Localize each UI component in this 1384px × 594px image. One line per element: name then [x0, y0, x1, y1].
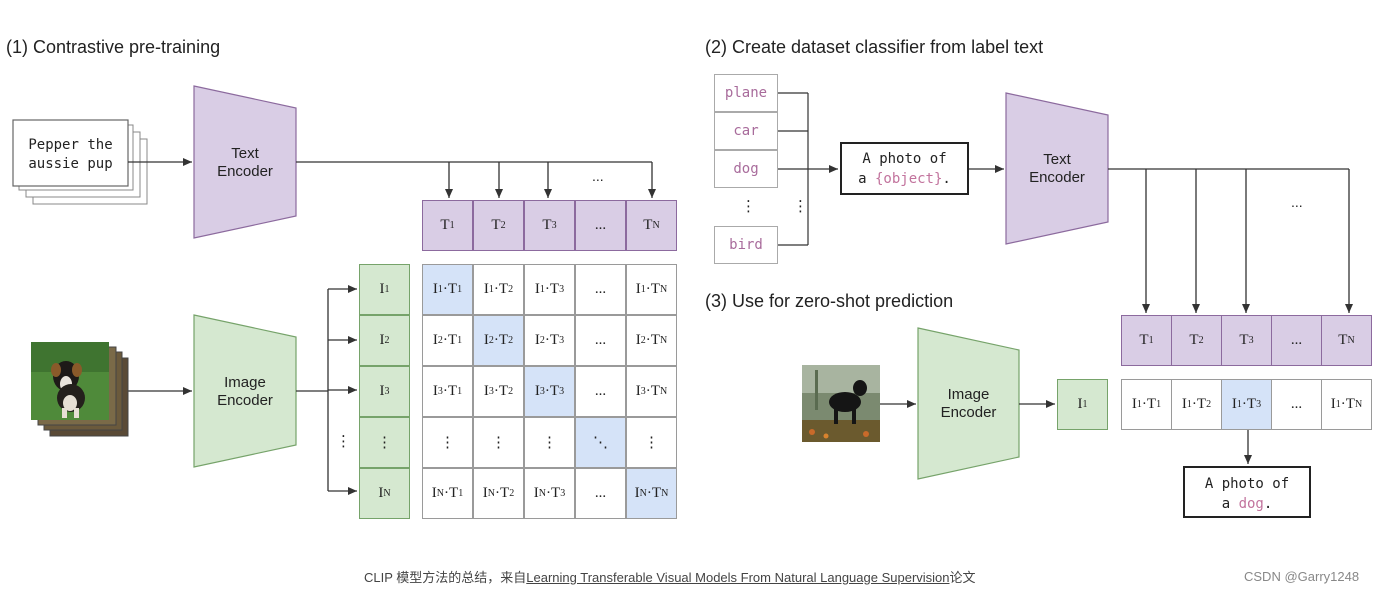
caption-line-2: aussie pup — [28, 156, 113, 172]
image-encoder-shape — [193, 314, 297, 468]
image-feature-4: ⋮ — [359, 417, 410, 468]
caption-line-1: Pepper the — [28, 137, 113, 153]
matrix-cell: ⋱ — [575, 417, 626, 468]
template-object: {object} — [874, 171, 943, 187]
matrix-cell: ... — [575, 468, 626, 519]
label-plane: plane — [714, 74, 778, 112]
result-prefix: a — [1221, 496, 1239, 512]
top-ellipsis: ... — [592, 168, 604, 184]
matrix-cell: ⋮ — [422, 417, 473, 468]
text-encoder-2-label: Text Encoder — [1029, 151, 1085, 186]
result-suffix: . — [1263, 496, 1273, 512]
caption-prefix: CLIP 模型方法的总结，来自 — [364, 570, 527, 585]
figure-caption: CLIP 模型方法的总结，来自Learning Transferable Vis… — [364, 567, 976, 586]
matrix-cell: ⋮ — [626, 417, 677, 468]
caption-card-stack — [12, 119, 148, 205]
label-ellipsis-right: ⋮ — [793, 198, 808, 215]
top-ellipsis-2: ... — [1291, 194, 1303, 210]
image-encoder-2-shape — [917, 327, 1020, 480]
score-cell-4: ... — [1271, 379, 1322, 430]
text-encoder-shape — [193, 85, 297, 239]
section-2-title: (2) Create dataset classifier from label… — [705, 37, 1044, 57]
text-feature-2-4: ... — [1271, 315, 1322, 366]
prediction-box: A photo of a dog. — [1183, 466, 1311, 518]
paper-link[interactable]: Learning Transferable Visual Models From… — [526, 570, 950, 585]
result-line-2: a dog. — [1185, 494, 1309, 514]
template-prefix: a — [858, 171, 875, 187]
text-encoder-2-shape — [1005, 92, 1109, 245]
section-1-title: (1) Contrastive pre-training — [6, 37, 221, 57]
template-line-2: a {object}. — [842, 169, 967, 189]
template-suffix: . — [942, 171, 951, 187]
template-line-1: A photo of — [862, 151, 947, 167]
text-feature-4: ... — [575, 200, 626, 251]
text-encoder-label: Text Encoder — [217, 145, 273, 180]
section-3-title: (3) Use for zero-shot prediction — [705, 291, 954, 311]
matrix-cell: ... — [575, 366, 626, 417]
matrix-cell: ⋮ — [524, 417, 575, 468]
result-line-1: A photo of — [1204, 476, 1290, 492]
prompt-template-box: A photo of a {object}. — [840, 142, 969, 195]
label-ellipsis: ⋮ — [741, 198, 756, 215]
caption-card: Pepper the aussie pup — [13, 136, 128, 174]
result-object: dog — [1238, 496, 1264, 512]
label-car: car — [714, 112, 778, 150]
label-dog: dog — [714, 150, 778, 188]
credit-watermark: CSDN @Garry1248 — [1244, 569, 1360, 584]
dog-field-image — [802, 365, 880, 442]
image-encoder-label: Image Encoder — [217, 374, 273, 409]
matrix-cell: ... — [575, 264, 626, 315]
matrix-cell: ... — [575, 315, 626, 366]
image-encoder-2-label: Image Encoder — [940, 386, 997, 421]
caption-suffix: 论文 — [949, 570, 976, 585]
matrix-cell: ⋮ — [473, 417, 524, 468]
row-ellipsis: ⋮ — [336, 433, 351, 450]
dog-image-stack — [31, 342, 129, 437]
label-bird: bird — [714, 226, 778, 264]
